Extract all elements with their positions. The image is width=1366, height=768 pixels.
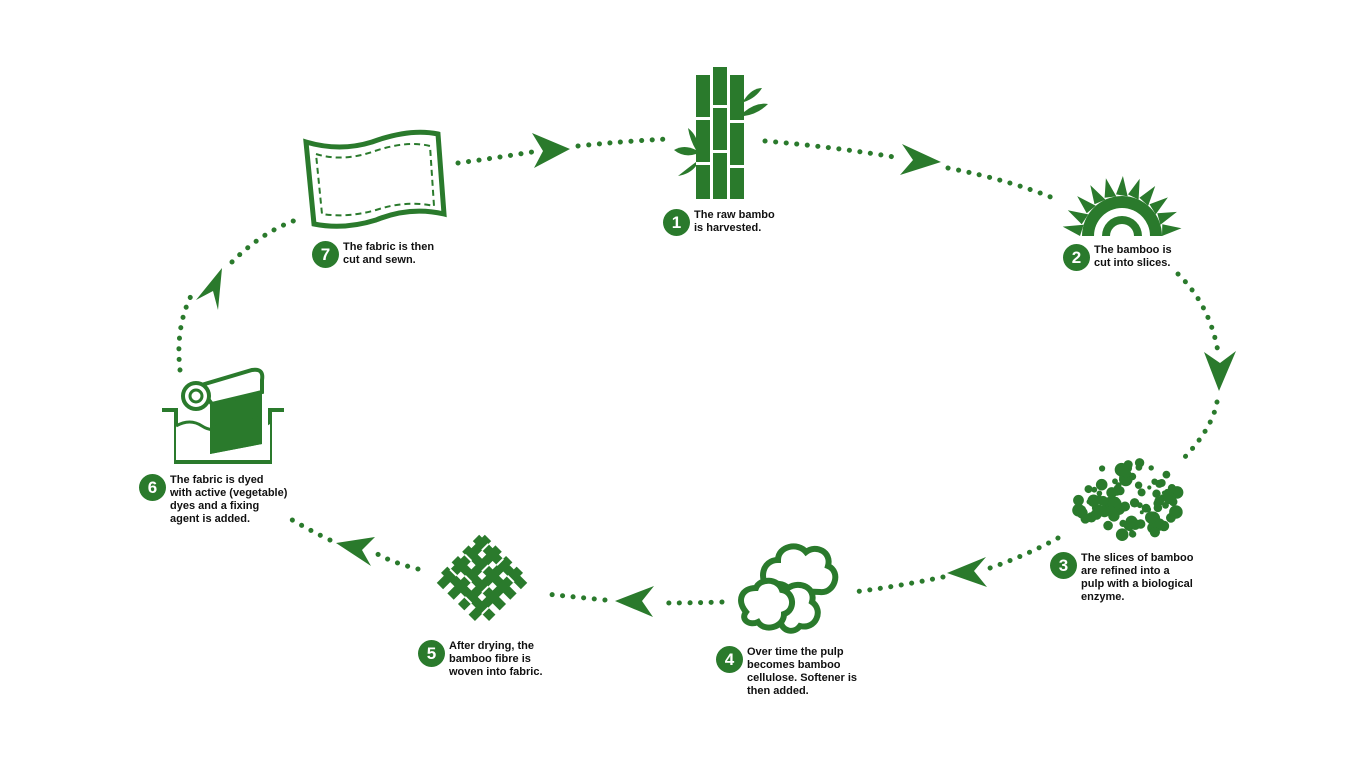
- pulp-particle: [1149, 527, 1160, 538]
- step-4-description: Over time the pulp becomes bamboo cellul…: [747, 646, 858, 697]
- pulp-particle: [1115, 482, 1122, 489]
- cotton-cellulose-icon: [738, 543, 839, 634]
- step-5-description: After drying, the bamboo fibre is woven …: [449, 640, 543, 678]
- pulp-particles-icon: [1072, 458, 1184, 541]
- step-7-badge: 7: [312, 241, 339, 268]
- pulp-particle: [1090, 508, 1102, 520]
- pulp-particle: [1168, 515, 1176, 522]
- pulp-particle: [1084, 485, 1093, 494]
- pulp-particle: [1106, 487, 1118, 499]
- fabric-sheet-icon: [303, 129, 447, 229]
- arrow-4: [947, 557, 987, 587]
- pulp-particle: [1145, 506, 1152, 513]
- pulp-particle: [1112, 478, 1118, 485]
- step-6-description: The fabric is dyed with active (vegetabl…: [170, 474, 288, 525]
- dye-vat-icon: [162, 367, 284, 464]
- pulp-particle: [1114, 462, 1129, 477]
- pulp-particle: [1091, 486, 1098, 493]
- step-3-description: The slices of bamboo are refined into a …: [1081, 552, 1194, 603]
- pulp-particle: [1121, 503, 1127, 509]
- step-6-badge: 6: [139, 474, 166, 501]
- pulp-particle: [1137, 488, 1146, 497]
- arrow-2: [900, 144, 941, 175]
- step-1-badge: 1: [663, 209, 690, 236]
- step-2-badge: 2: [1063, 244, 1090, 271]
- pulp-particle: [1087, 494, 1100, 507]
- pulp-particle: [1147, 485, 1152, 490]
- step-5-badge: 5: [418, 640, 445, 667]
- step-5-label: 5 After drying, the bamboo fibre is wove…: [418, 640, 543, 679]
- step-6-label: 6 The fabric is dyed with active (vegeta…: [139, 474, 287, 526]
- pulp-particle: [1153, 503, 1163, 513]
- step-2-label: 2 The bamboo is cut into slices.: [1063, 244, 1172, 271]
- arrow-5: [615, 586, 654, 617]
- circular-saw-icon: [1062, 176, 1182, 236]
- pulp-particle: [1152, 489, 1161, 498]
- step-3-label: 3 The slices of bamboo are refined into …: [1050, 552, 1193, 604]
- pulp-particle: [1131, 522, 1136, 527]
- pulp-particle: [1134, 481, 1143, 489]
- pulp-particle: [1157, 479, 1166, 487]
- arrow-3: [1204, 351, 1236, 391]
- pulp-particle: [1135, 464, 1143, 471]
- pulp-particle: [1129, 530, 1137, 538]
- pulp-particle: [1108, 510, 1120, 522]
- pulp-particle: [1167, 495, 1173, 501]
- pulp-particle: [1103, 520, 1113, 531]
- woven-fibre-icon: [436, 534, 528, 622]
- pulp-particle: [1119, 519, 1127, 528]
- arrow-1: [532, 133, 570, 168]
- pulp-particle: [1162, 470, 1171, 479]
- pulp-particle: [1098, 495, 1109, 507]
- pulp-particle: [1145, 511, 1158, 524]
- step-7-label: 7 The fabric is then cut and sewn.: [312, 241, 434, 268]
- step-7-description: The fabric is then cut and sewn.: [343, 241, 435, 266]
- pulp-particle: [1115, 528, 1129, 541]
- pulp-particle: [1136, 502, 1143, 509]
- pulp-particle: [1080, 514, 1091, 524]
- pulp-particle: [1099, 465, 1106, 472]
- step-4-badge: 4: [716, 646, 743, 673]
- step-2-description: The bamboo is cut into slices.: [1094, 244, 1172, 269]
- step-1-label: 1 The raw bambo is harvested.: [663, 209, 775, 236]
- step-3-badge: 3: [1050, 552, 1077, 579]
- step-1-description: The raw bambo is harvested.: [694, 209, 775, 234]
- pulp-particle: [1148, 465, 1154, 471]
- pulp-particle: [1139, 510, 1144, 515]
- bamboo-stalks-icon: [674, 67, 768, 199]
- pulp-particle: [1073, 494, 1084, 506]
- pulp-particle: [1162, 501, 1169, 509]
- pulp-particle: [1154, 496, 1165, 506]
- step-4-label: 4 Over time the pulp becomes bamboo cell…: [716, 646, 857, 698]
- arrow-7: [196, 268, 222, 310]
- arrow-6: [336, 537, 375, 566]
- pulp-particle: [1095, 478, 1108, 491]
- pulp-particle: [1163, 488, 1172, 497]
- cycle-dotted-path: [176, 136, 1221, 606]
